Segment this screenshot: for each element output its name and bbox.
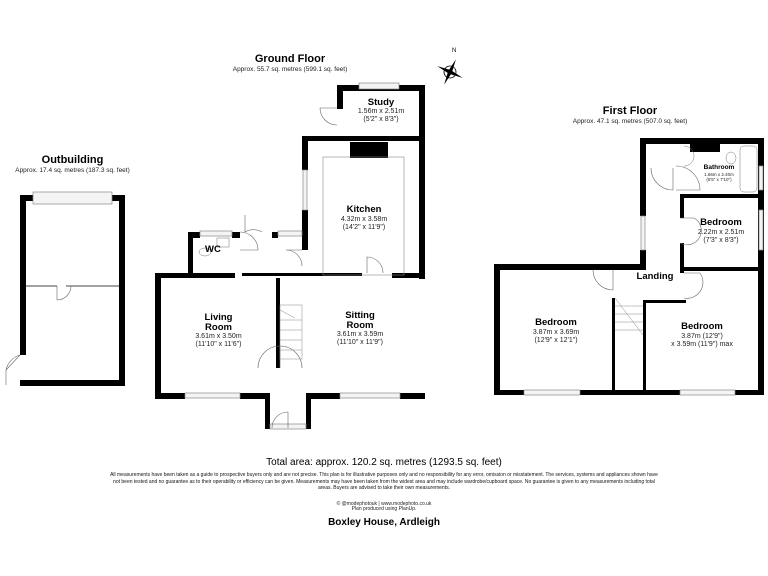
kitchen-dim-ft: (14'2" x 11'9") bbox=[342, 224, 386, 231]
landing-label: Landing bbox=[636, 271, 674, 282]
bathroom-label: Bathroom bbox=[703, 164, 735, 171]
living-room-label-1: Living bbox=[204, 312, 233, 323]
first-floor-walls bbox=[494, 138, 764, 395]
bedroom-small-dim-ft: (7'3" x 8'3") bbox=[703, 237, 739, 244]
study-dim-ft: (5'2" x 8'3") bbox=[363, 116, 399, 123]
bedroom-small-label: Bedroom bbox=[700, 217, 742, 228]
bedroom-right-dim-ft: x 3.59m (11'9") max bbox=[671, 341, 733, 348]
bedroom-left-dim-ft: (12'9" x 12'1") bbox=[534, 337, 578, 344]
first-floor-stairs bbox=[614, 297, 644, 336]
outbuilding-window bbox=[32, 191, 113, 205]
outbuilding-internal-door bbox=[56, 285, 72, 301]
ground-floor-stairs bbox=[279, 304, 303, 360]
outbuilding-title: Outbuilding bbox=[41, 154, 104, 166]
sitting-room-dim-ft: (11'10" x 11'9") bbox=[337, 339, 383, 346]
sitting-room-label-1: Sitting bbox=[345, 310, 375, 321]
credit-line-1: © @modephotouk | www.modephoto.co.uk bbox=[336, 501, 432, 507]
living-room-dim-ft: (11'10" x 11'6") bbox=[195, 341, 242, 348]
bedroom-right-label: Bedroom bbox=[681, 321, 723, 332]
ground-floor-area: Approx. 55.7 sq. metres (599.1 sq. feet) bbox=[232, 66, 348, 73]
outbuilding-walls bbox=[20, 195, 125, 386]
wc-fixtures bbox=[198, 237, 230, 257]
outbuilding-area: Approx. 17.4 sq. metres (187.3 sq. feet) bbox=[15, 167, 130, 174]
credit-line-2: Plan produced using PlanUp. bbox=[351, 506, 417, 513]
bedroom-left-label: Bedroom bbox=[535, 317, 577, 328]
kitchen-worktop bbox=[322, 156, 405, 276]
credit: © @modephotouk | www.modephoto.co.uk Pla… bbox=[0, 501, 768, 513]
living-room-label-2: Room bbox=[205, 322, 232, 333]
ground-floor-title: Ground Floor bbox=[254, 53, 326, 65]
first-floor-title: First Floor bbox=[602, 105, 658, 117]
total-area: Total area: approx. 120.2 sq. metres (12… bbox=[266, 457, 502, 468]
outbuilding-door bbox=[5, 354, 21, 385]
first-floor-doors bbox=[592, 165, 704, 299]
first-floor-windows bbox=[523, 165, 764, 396]
ground-floor-walls bbox=[155, 85, 425, 429]
bathroom-dim-ft: (5'5" x 7'10") bbox=[706, 177, 732, 182]
disclaimer: All measurements have been taken as a gu… bbox=[110, 472, 658, 491]
sitting-room-dim-m: 3.61m x 3.59m bbox=[336, 331, 384, 338]
compass-north-label: N bbox=[452, 48, 457, 54]
study-label: Study bbox=[367, 97, 395, 108]
bathroom-dim-m: 1.66m x 2.40m bbox=[704, 172, 734, 177]
ground-floor-windows bbox=[184, 82, 401, 430]
kitchen-label: Kitchen bbox=[346, 204, 382, 215]
kitchen-dim-m: 4.32m x 3.58m bbox=[340, 216, 388, 223]
bedroom-small-dim-m: 2.22m x 2.51m bbox=[697, 229, 745, 236]
bathroom-fixtures bbox=[683, 145, 758, 193]
living-room-dim-m: 3.61m x 3.50m bbox=[195, 333, 242, 340]
first-floor-area: Approx. 47.1 sq. metres (507.0 sq. feet) bbox=[572, 118, 688, 125]
wc-label: WC bbox=[205, 244, 221, 255]
bedroom-right-dim-m: 3.87m (12'9") bbox=[681, 333, 723, 340]
study-dim-m: 1.56m x 2.51m bbox=[357, 108, 405, 115]
sitting-room-label-2: Room bbox=[346, 320, 374, 331]
property-name: Boxley House, Ardleigh bbox=[328, 517, 440, 528]
bedroom-left-dim-m: 3.87m x 3.69m bbox=[532, 329, 580, 336]
north-arrow-compass-icon bbox=[437, 59, 463, 85]
